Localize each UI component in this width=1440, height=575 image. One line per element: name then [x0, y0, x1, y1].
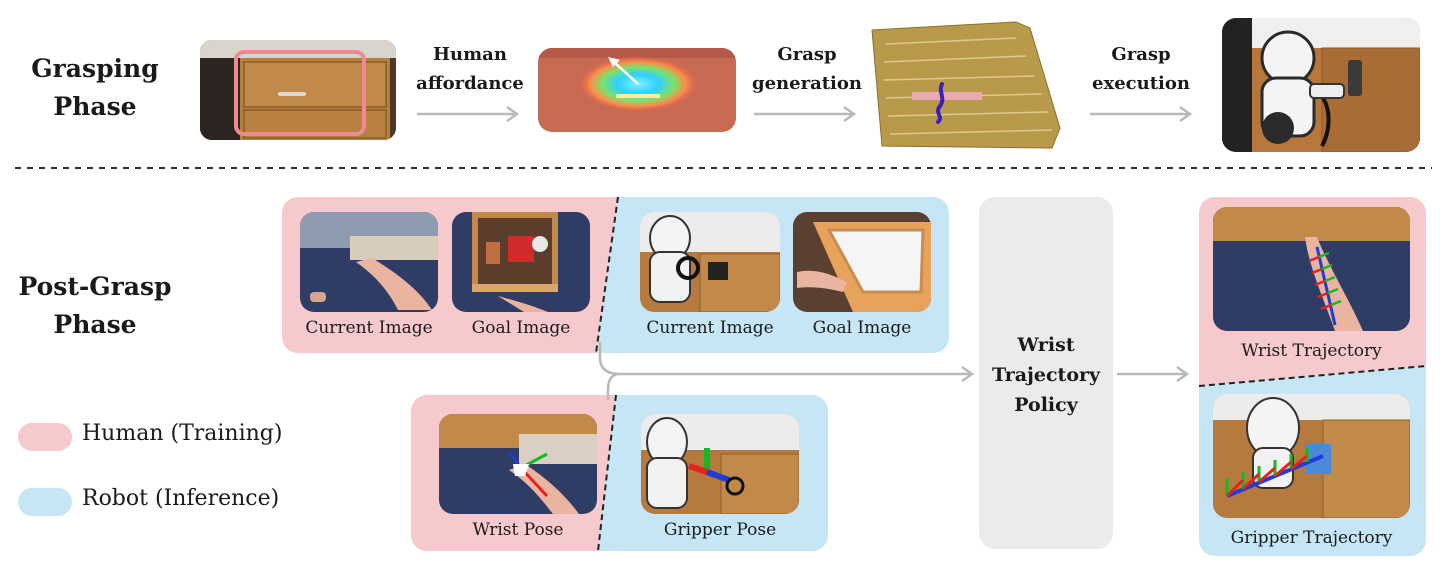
grasp-generation-label: Grasp generation [752, 44, 862, 94]
wrist-trajectory-image [1213, 207, 1410, 331]
human-goal-image [452, 212, 590, 312]
gripper-pose-caption: Gripper Pose [663, 520, 777, 540]
grasp-execution-photo [1222, 18, 1420, 152]
arrow-icon [754, 105, 857, 123]
human-current-caption: Current Image [305, 318, 433, 338]
wrist-trajectory-policy-box [979, 197, 1113, 549]
robot-current-caption: Current Image [646, 318, 774, 338]
human-affordance-label: Human affordance [416, 44, 524, 94]
wrist-trajectory-caption: Wrist Trajectory [1241, 341, 1382, 361]
human-current-image [300, 212, 438, 312]
arrow-icon [417, 105, 520, 123]
panel-split [590, 197, 640, 353]
arrow-icon [1090, 105, 1193, 123]
gripper-trajectory-caption: Gripper Trajectory [1230, 528, 1393, 548]
phase-divider [15, 167, 1432, 169]
robot-goal-image [793, 212, 931, 312]
arrow-icon [1117, 365, 1190, 383]
affordance-heatmap-photo [538, 48, 736, 132]
robot-goal-caption: Goal Image [812, 318, 912, 338]
output-panel-split [1199, 360, 1426, 400]
robot-current-image [640, 212, 780, 312]
pose-panel-split [592, 395, 632, 551]
wrist-pose-image [439, 414, 597, 514]
legend-human-swatch [18, 423, 72, 451]
human-goal-caption: Goal Image [471, 318, 571, 338]
legend-human-label: Human (Training) [82, 421, 283, 446]
point-cloud-image [866, 18, 1062, 152]
gripper-trajectory-image [1213, 394, 1410, 518]
policy-label: Wrist Trajectory Policy [991, 334, 1101, 416]
gripper-pose-image [641, 414, 799, 514]
grasp-execution-label: Grasp execution [1092, 44, 1190, 94]
drawer-photo [200, 40, 396, 140]
flow-arrows [598, 342, 975, 400]
post-grasp-phase-title: Post-Grasp Phase [18, 272, 172, 339]
legend-robot-label: Robot (Inference) [82, 486, 280, 511]
grasping-phase-title: Grasping Phase [31, 54, 159, 121]
wrist-pose-caption: Wrist Pose [472, 520, 564, 540]
legend-robot-swatch [18, 488, 72, 516]
